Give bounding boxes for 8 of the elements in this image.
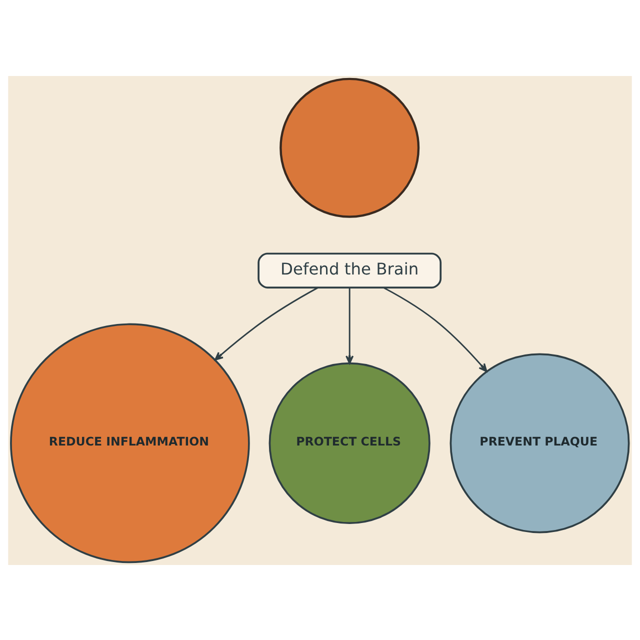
node-circle: REDUCE INFLAMMATION <box>10 322 250 563</box>
arrow <box>346 287 354 364</box>
node-circle: PREVENT PLAQUE <box>450 352 630 533</box>
arrow <box>214 286 318 360</box>
node-circle: PROTECT CELLS <box>268 362 430 524</box>
node-circle <box>280 77 420 218</box>
node-box: Defend the Brain <box>258 252 442 288</box>
arrow <box>383 286 488 372</box>
